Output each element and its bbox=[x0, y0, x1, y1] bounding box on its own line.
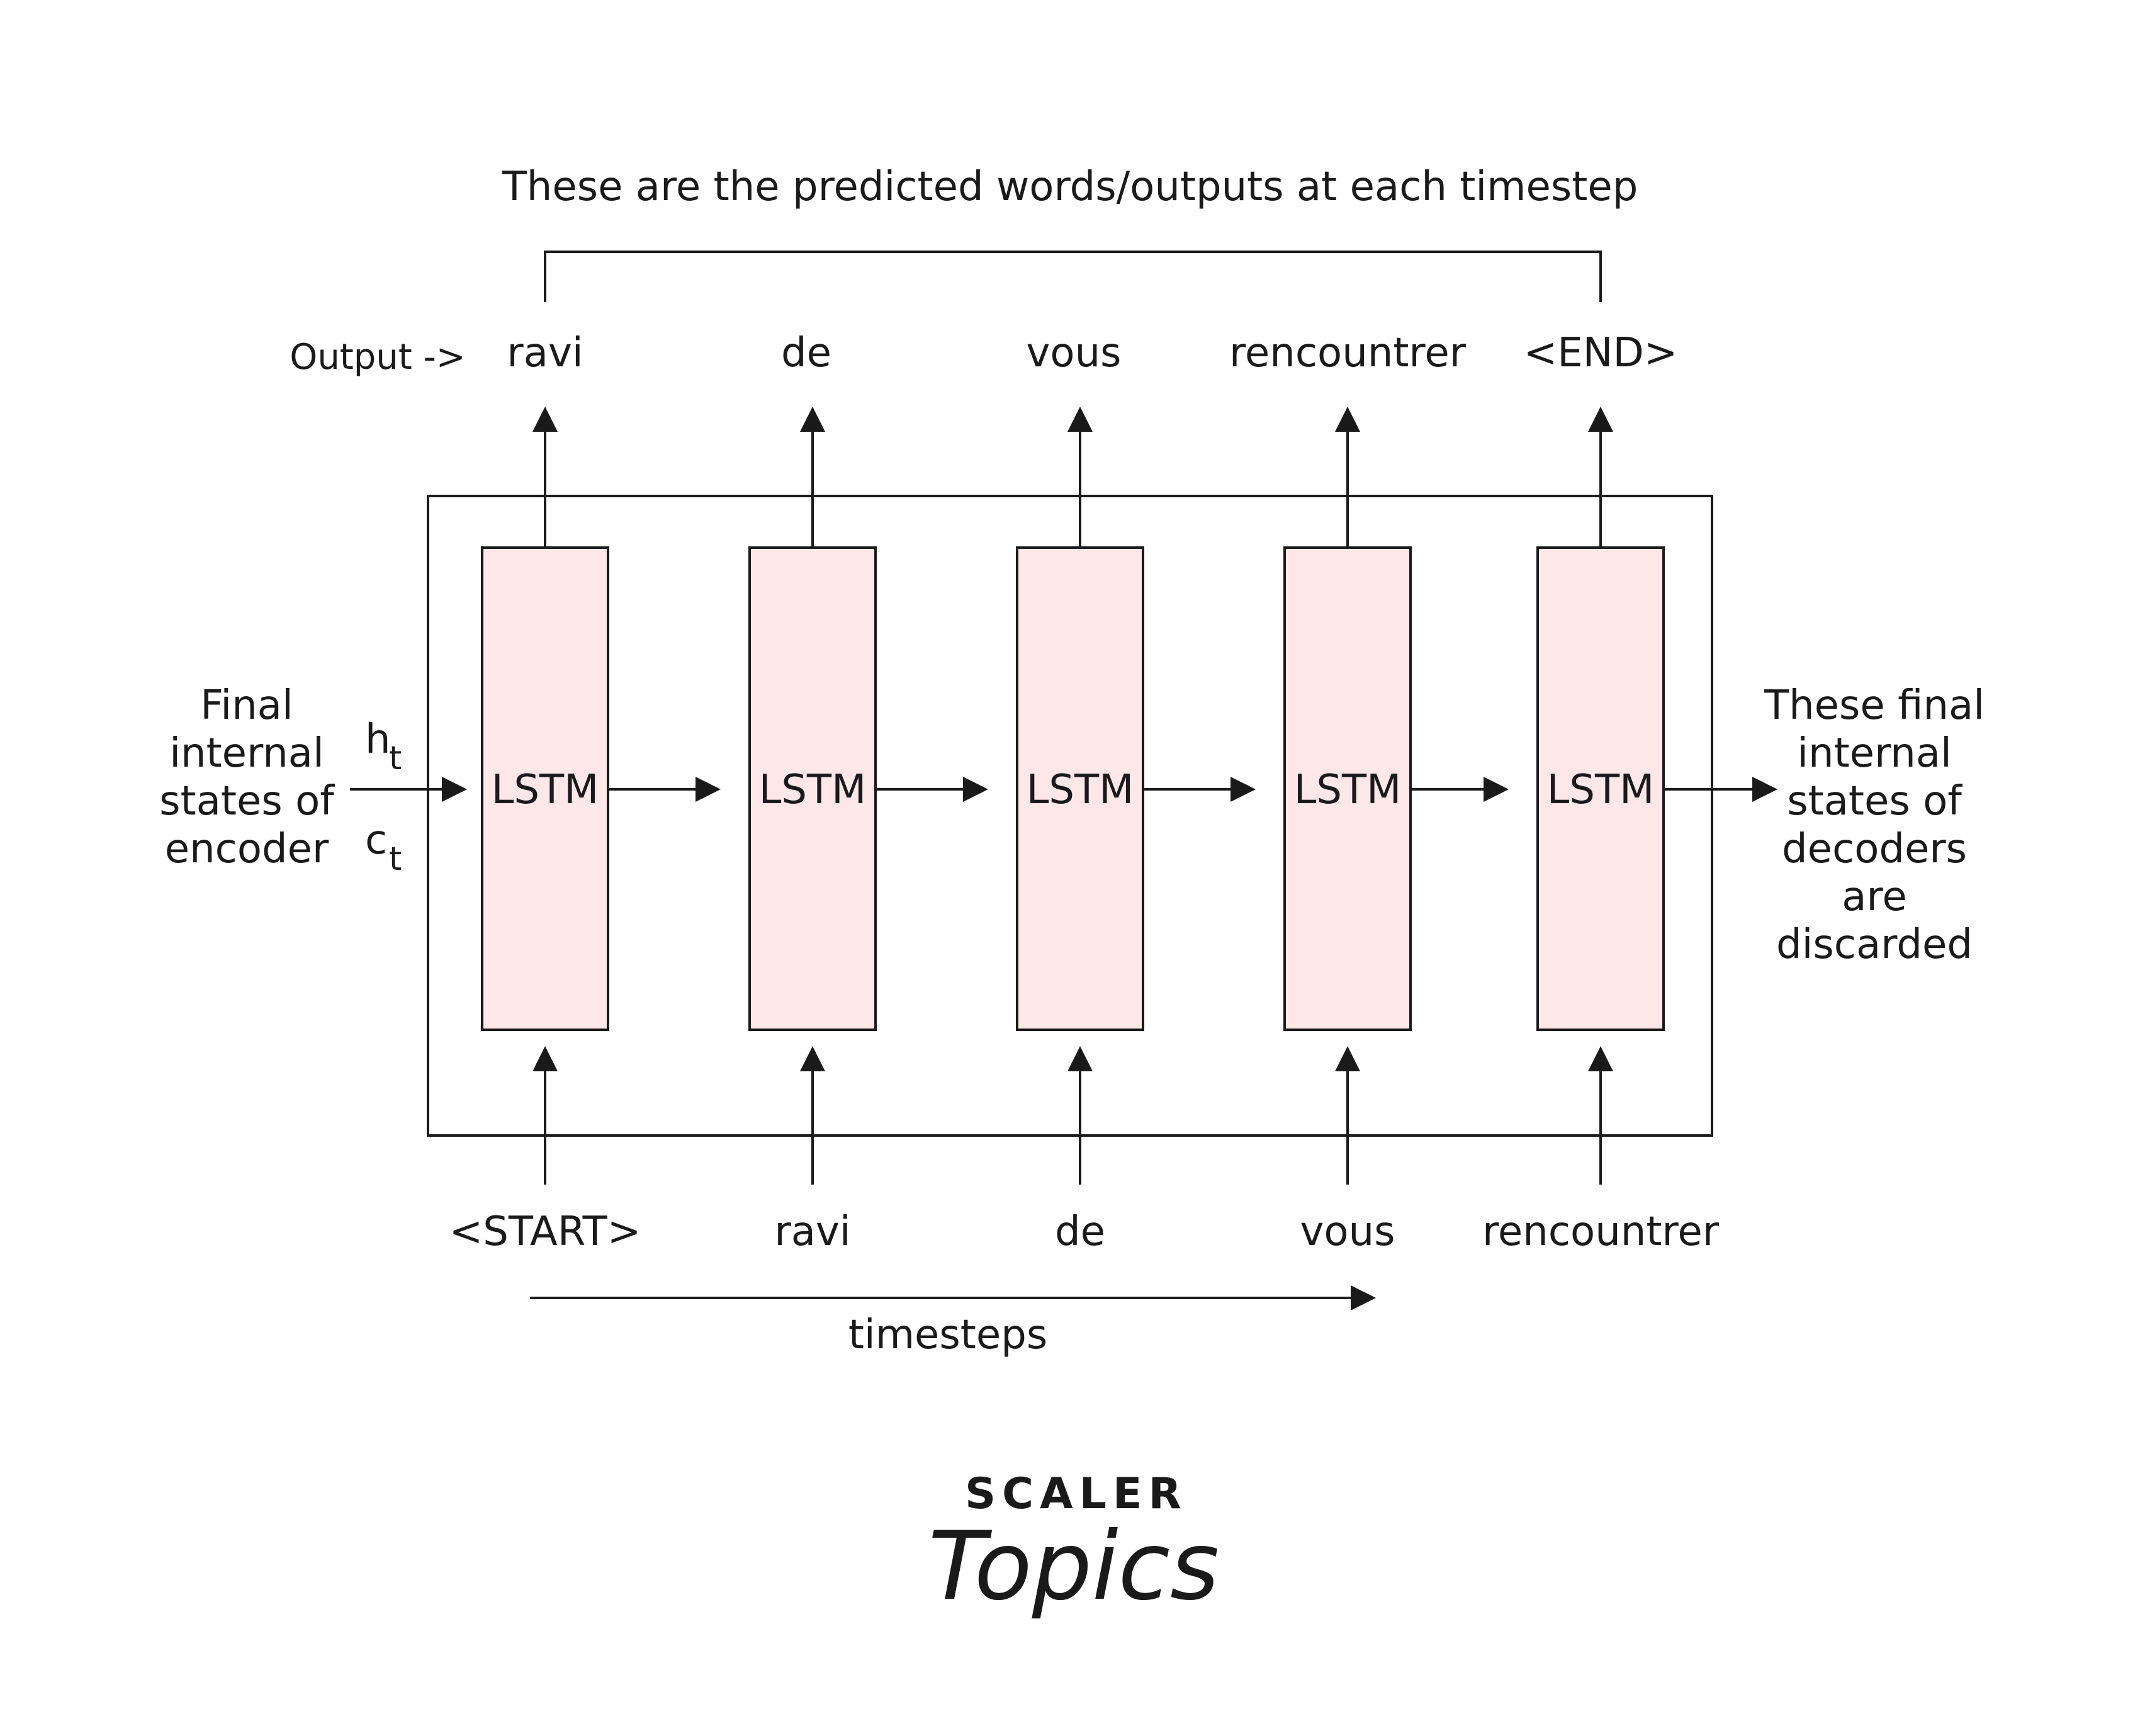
input-word: rencountrer bbox=[1482, 1209, 1720, 1255]
left-note-line: states of bbox=[159, 778, 335, 825]
output-word: rencountrer bbox=[1229, 330, 1467, 376]
lstm-label: LSTM bbox=[1547, 767, 1655, 813]
cell-state-label: c t bbox=[365, 817, 402, 878]
logo-bottom-text: Topics bbox=[928, 1512, 1219, 1621]
h-subscript: t bbox=[389, 740, 402, 777]
hidden-state-label: h t bbox=[365, 716, 402, 777]
input-word: ravi bbox=[774, 1209, 850, 1255]
right-note-line: states of bbox=[1787, 778, 1963, 825]
output-word: vous bbox=[1027, 330, 1122, 376]
input-word: de bbox=[1055, 1209, 1105, 1255]
left-note: Final internal states of encoder bbox=[159, 682, 335, 872]
right-note-line: internal bbox=[1797, 730, 1952, 777]
right-note-line: These final bbox=[1764, 682, 1985, 729]
scaler-topics-logo: SCALER Topics bbox=[928, 1469, 1219, 1621]
h-symbol: h bbox=[365, 716, 391, 763]
lstm-label: LSTM bbox=[759, 767, 867, 813]
output-word: <END> bbox=[1524, 330, 1678, 376]
lstm-cell bbox=[1536, 546, 1665, 1031]
left-note-line: encoder bbox=[165, 826, 329, 872]
decoder-box bbox=[427, 495, 1713, 1137]
lstm-cell bbox=[1016, 546, 1144, 1031]
right-note-line: discarded bbox=[1776, 922, 1973, 968]
input-word: vous bbox=[1300, 1209, 1395, 1255]
right-note-line: are bbox=[1842, 874, 1907, 920]
c-symbol: c bbox=[365, 817, 387, 864]
diagram-title: These are the predicted words/outputs at… bbox=[502, 164, 1638, 210]
c-subscript: t bbox=[389, 840, 402, 878]
logo-top-text: SCALER bbox=[965, 1469, 1188, 1519]
input-word: <START> bbox=[449, 1209, 641, 1255]
left-note-line: internal bbox=[169, 730, 324, 777]
timesteps-label: timesteps bbox=[848, 1312, 1047, 1358]
output-bracket bbox=[544, 251, 1602, 302]
right-note: These final internal states of decoders … bbox=[1764, 682, 1985, 968]
right-note-line: decoders bbox=[1782, 826, 1967, 872]
output-word: de bbox=[781, 330, 831, 376]
left-note-line: Final bbox=[200, 682, 293, 729]
lstm-label: LSTM bbox=[1294, 767, 1402, 813]
output-label: Output -> bbox=[290, 337, 465, 378]
lstm-label: LSTM bbox=[492, 767, 599, 813]
lstm-cell bbox=[1283, 546, 1412, 1031]
output-word: ravi bbox=[507, 330, 583, 376]
lstm-label: LSTM bbox=[1027, 767, 1134, 813]
